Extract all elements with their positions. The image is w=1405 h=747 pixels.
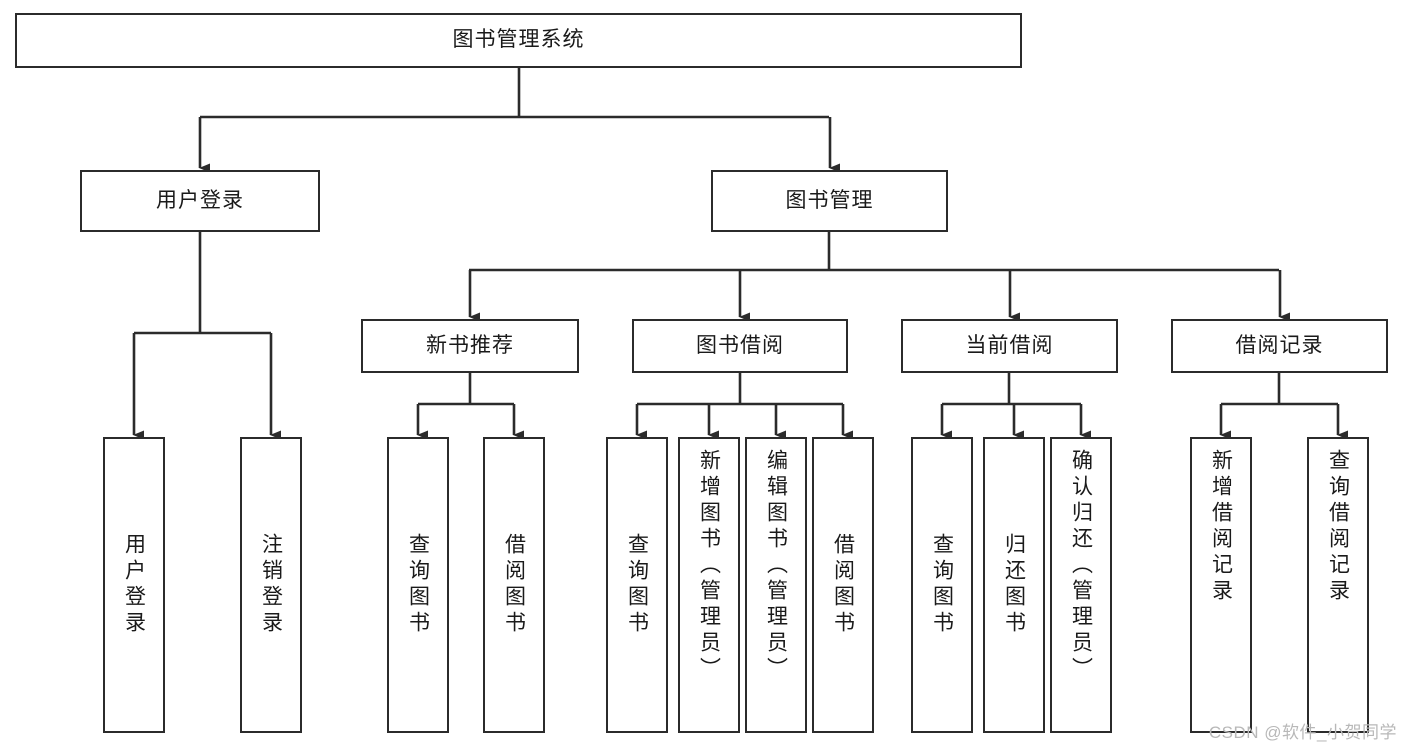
node-borrow[interactable]: 图书借阅 [632,319,848,373]
node-label: 新书推荐 [426,333,514,357]
node-label: 图书管理系统 [452,28,585,52]
node-label: 借阅记录 [1235,333,1324,357]
node-records[interactable]: 借阅记录 [1171,319,1388,373]
node-leaf-bk-edit[interactable]: 编辑图书（管理员） [745,437,807,733]
node-label: 图书管理 [785,188,874,212]
node-label: 用户登录 [156,188,244,212]
node-label: 借阅图书 [831,533,855,637]
node-root[interactable]: 图书管理系统 [15,13,1022,68]
node-current[interactable]: 当前借阅 [901,319,1118,373]
node-label: 查询图书 [625,533,649,637]
node-leaf-user-login[interactable]: 用户登录 [103,437,165,733]
csdn-watermark: CSDN @软件_小贺同学 [1208,723,1397,742]
node-leaf-nb-query[interactable]: 查询图书 [387,437,449,733]
node-label: 新增图书（管理员） [697,449,721,683]
node-label: 查询借阅记录 [1326,449,1350,605]
node-leaf-user-logout[interactable]: 注销登录 [240,437,302,733]
node-leaf-cur-return[interactable]: 归还图书 [983,437,1045,733]
node-leaf-cur-query[interactable]: 查询图书 [911,437,973,733]
node-newbook[interactable]: 新书推荐 [361,319,579,373]
node-label: 注销登录 [259,533,283,637]
node-leaf-rec-add[interactable]: 新增借阅记录 [1190,437,1252,733]
node-label: 借阅图书 [502,533,526,637]
node-label: 查询图书 [930,533,954,637]
node-label: 编辑图书（管理员） [764,449,788,683]
node-label: 新增借阅记录 [1209,449,1233,605]
node-bookmgmt[interactable]: 图书管理 [711,170,948,232]
node-label: 用户登录 [122,533,146,637]
node-label: 查询图书 [406,533,430,637]
node-leaf-rec-query[interactable]: 查询借阅记录 [1307,437,1369,733]
node-leaf-bk-add[interactable]: 新增图书（管理员） [678,437,740,733]
node-leaf-bk-query[interactable]: 查询图书 [606,437,668,733]
node-label: 图书借阅 [696,333,784,357]
node-label: 归还图书 [1002,533,1026,637]
node-label: 当前借阅 [965,333,1054,357]
node-login[interactable]: 用户登录 [80,170,320,232]
node-leaf-bk-borrow[interactable]: 借阅图书 [812,437,874,733]
node-label: 确认归还（管理员） [1069,449,1093,683]
edges-group [132,68,1348,440]
node-leaf-nb-borrow[interactable]: 借阅图书 [483,437,545,733]
node-leaf-cur-confirm[interactable]: 确认归还（管理员） [1050,437,1112,733]
